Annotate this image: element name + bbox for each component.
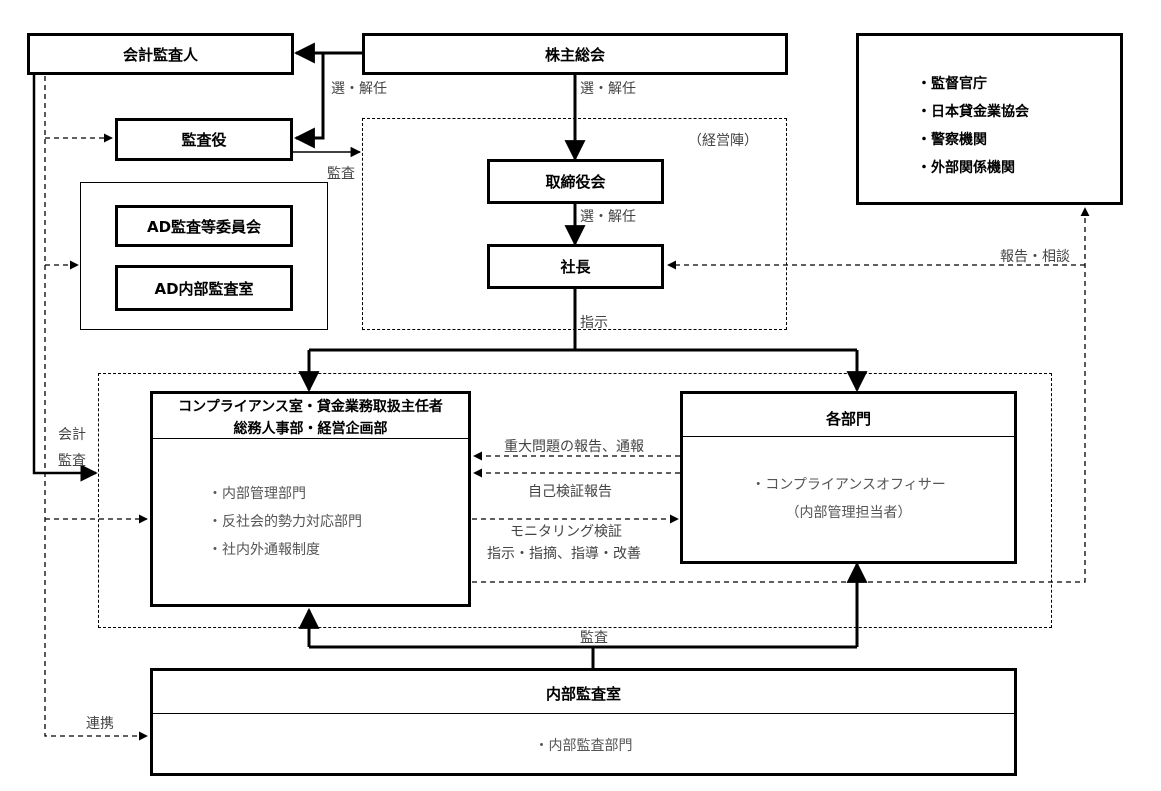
departments-item-2: （内部管理担当者） <box>785 505 912 521</box>
compliance-title-1: コンプライアンス室・貸金業務取扱主任者 <box>178 399 443 415</box>
compliance-item: ・反社会的勢力対応部門 <box>208 514 362 530</box>
ad-group-region <box>80 182 328 330</box>
management-region <box>362 118 787 330</box>
president-label: 社長 <box>560 258 591 276</box>
compliance-item: ・内部管理部門 <box>208 486 306 502</box>
board-label: 取締役会 <box>545 173 606 191</box>
corporate-auditor-box: 監査役 <box>115 118 293 161</box>
compliance-item: ・社内外通報制度 <box>208 542 320 558</box>
management-label: （経営陣） <box>688 133 758 149</box>
business-region <box>98 373 1052 628</box>
external-item: ・外部関係機関 <box>917 160 1015 176</box>
dashed-connectors <box>44 76 1090 741</box>
compliance-items: ・内部管理部門 ・反社会的勢力対応部門 ・社内外通報制度 <box>208 480 362 564</box>
departments-title: 各部門 <box>825 410 871 428</box>
report-consult-label: 報告・相談 <box>1000 249 1070 265</box>
internal-audit-divider <box>153 713 1014 714</box>
compliance-title-2: 総務人事部・経営企画部 <box>233 421 388 437</box>
elect-dismiss-label-3: 選・解任 <box>580 209 636 225</box>
self-check-label: 自己検証報告 <box>528 484 612 500</box>
external-item: ・監督官庁 <box>917 76 987 92</box>
president-box: 社長 <box>487 244 664 289</box>
shareholders-to-auditors-arrows <box>293 42 362 149</box>
serious-report-label: 重大問題の報告、通報 <box>504 439 644 455</box>
shareholders-meeting-box: 株主総会 <box>362 33 788 75</box>
accounting-auditor-label: 会計監査人 <box>122 45 198 64</box>
external-item: ・日本貸金業協会 <box>917 104 1029 120</box>
guidance-label: 指示・指摘、指導・改善 <box>487 546 641 562</box>
monitoring-label: モニタリング検証 <box>510 524 622 540</box>
elect-dismiss-label-1: 選・解任 <box>331 81 387 97</box>
accounting-audit-arrow <box>32 73 98 482</box>
ad-internal-audit-label: AD内部監査室 <box>154 279 254 298</box>
departments-divider <box>683 436 1014 437</box>
instruction-label: 指示 <box>580 315 608 331</box>
accounting-auditor-box: 会計監査人 <box>27 33 294 75</box>
accounting-label: 会計 <box>58 427 86 443</box>
board-box: 取締役会 <box>487 159 664 204</box>
elect-dismiss-label-2: 選・解任 <box>580 81 636 97</box>
cooperation-label: 連携 <box>86 716 114 732</box>
audit-label-2: 監査 <box>58 453 86 469</box>
ad-audit-committee-label: AD監査等委員会 <box>146 217 262 236</box>
corporate-auditor-label: 監査役 <box>181 131 227 149</box>
external-item: ・警察機関 <box>917 132 987 148</box>
internal-audit-item: ・内部監査部門 <box>534 738 633 754</box>
external-bodies-box: ・監督官庁 ・日本貸金業協会 ・警察機関 ・外部関係機関 <box>856 33 1123 205</box>
ad-internal-audit-box: AD内部監査室 <box>115 265 293 311</box>
internal-audit-arrows <box>298 561 868 668</box>
compliance-box: コンプライアンス室・貸金業務取扱主任者 総務人事部・経営企画部 ・内部管理部門 … <box>150 391 471 607</box>
shareholders-meeting-label: 株主総会 <box>544 45 605 64</box>
compliance-divider <box>153 438 468 439</box>
audit-label-1: 監査 <box>327 166 355 182</box>
instruction-arrows <box>298 289 868 393</box>
departments-item-1: ・コンプライアンスオフィサー <box>751 477 946 493</box>
internal-audit-title: 内部監査室 <box>545 685 621 703</box>
departments-box: 各部門 ・コンプライアンスオフィサー （内部管理担当者） <box>680 391 1017 564</box>
internal-audit-box: 内部監査室 ・内部監査部門 <box>150 668 1017 776</box>
ad-audit-committee-box: AD監査等委員会 <box>115 205 293 247</box>
audit-label-3: 監査 <box>580 630 608 646</box>
